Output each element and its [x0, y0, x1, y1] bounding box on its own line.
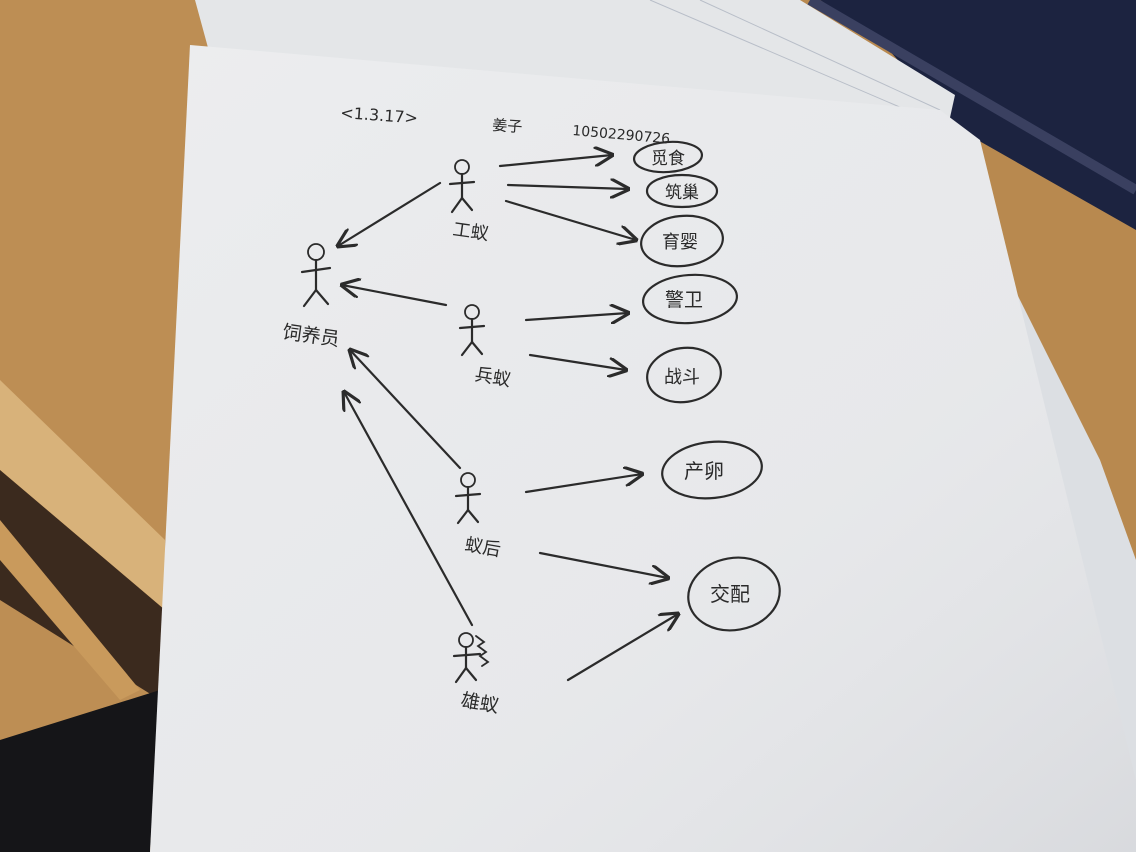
pen: [807, 0, 1136, 195]
header-name: 姜子: [492, 116, 523, 136]
actor-soldier-figure: [458, 304, 486, 357]
arrow-queen-uc7: [538, 551, 668, 578]
actor-queen-figure: [454, 472, 482, 525]
use-case-3: 育婴: [640, 214, 724, 268]
arrow-worker-uc1: [498, 155, 612, 168]
use-case-3-label: 育婴: [662, 232, 698, 253]
desk-edge: [0, 380, 165, 610]
arrow-male-uc7: [566, 614, 678, 682]
arrow-queen-uc6: [524, 474, 642, 494]
arrow-soldier-uc5: [528, 353, 626, 370]
notebook-rules: [649, 0, 941, 121]
actor-male-figure: [452, 632, 490, 684]
page-shading: [150, 45, 1136, 852]
arrow-worker-uc2: [506, 185, 628, 189]
arrow-soldier-uc4: [524, 313, 628, 320]
arrow-male-to-zookeeper: [344, 392, 474, 627]
actor-worker-label: 工蚁: [451, 219, 490, 245]
use-case-1: 觅食: [632, 140, 704, 174]
use-case-1-label: 觅食: [651, 149, 685, 169]
use-case-4-label: 警卫: [665, 289, 703, 311]
actor-zookeeper-figure: [300, 243, 332, 308]
arrow-worker-uc3: [504, 199, 636, 240]
use-case-5: 战斗: [646, 346, 722, 404]
use-case-5-label: 战斗: [664, 367, 700, 388]
arrow-soldier-to-zookeeper: [342, 285, 448, 307]
use-case-7: 交配: [687, 556, 781, 632]
use-case-7-label: 交配: [710, 582, 750, 606]
use-case-2: 筑巢: [645, 173, 719, 209]
arrow-worker-to-zookeeper: [338, 181, 442, 246]
desk-drawer: [0, 470, 165, 700]
actor-worker-figure: [448, 159, 476, 214]
arrow-queen-to-zookeeper: [350, 350, 462, 470]
chair-shadow: [0, 690, 160, 852]
drawer-front: [0, 520, 140, 700]
use-case-6: 产卵: [661, 440, 763, 500]
use-case-2-label: 筑巢: [665, 183, 699, 203]
use-case-6-label: 产卵: [684, 459, 724, 483]
use-case-4: 警卫: [641, 273, 739, 325]
